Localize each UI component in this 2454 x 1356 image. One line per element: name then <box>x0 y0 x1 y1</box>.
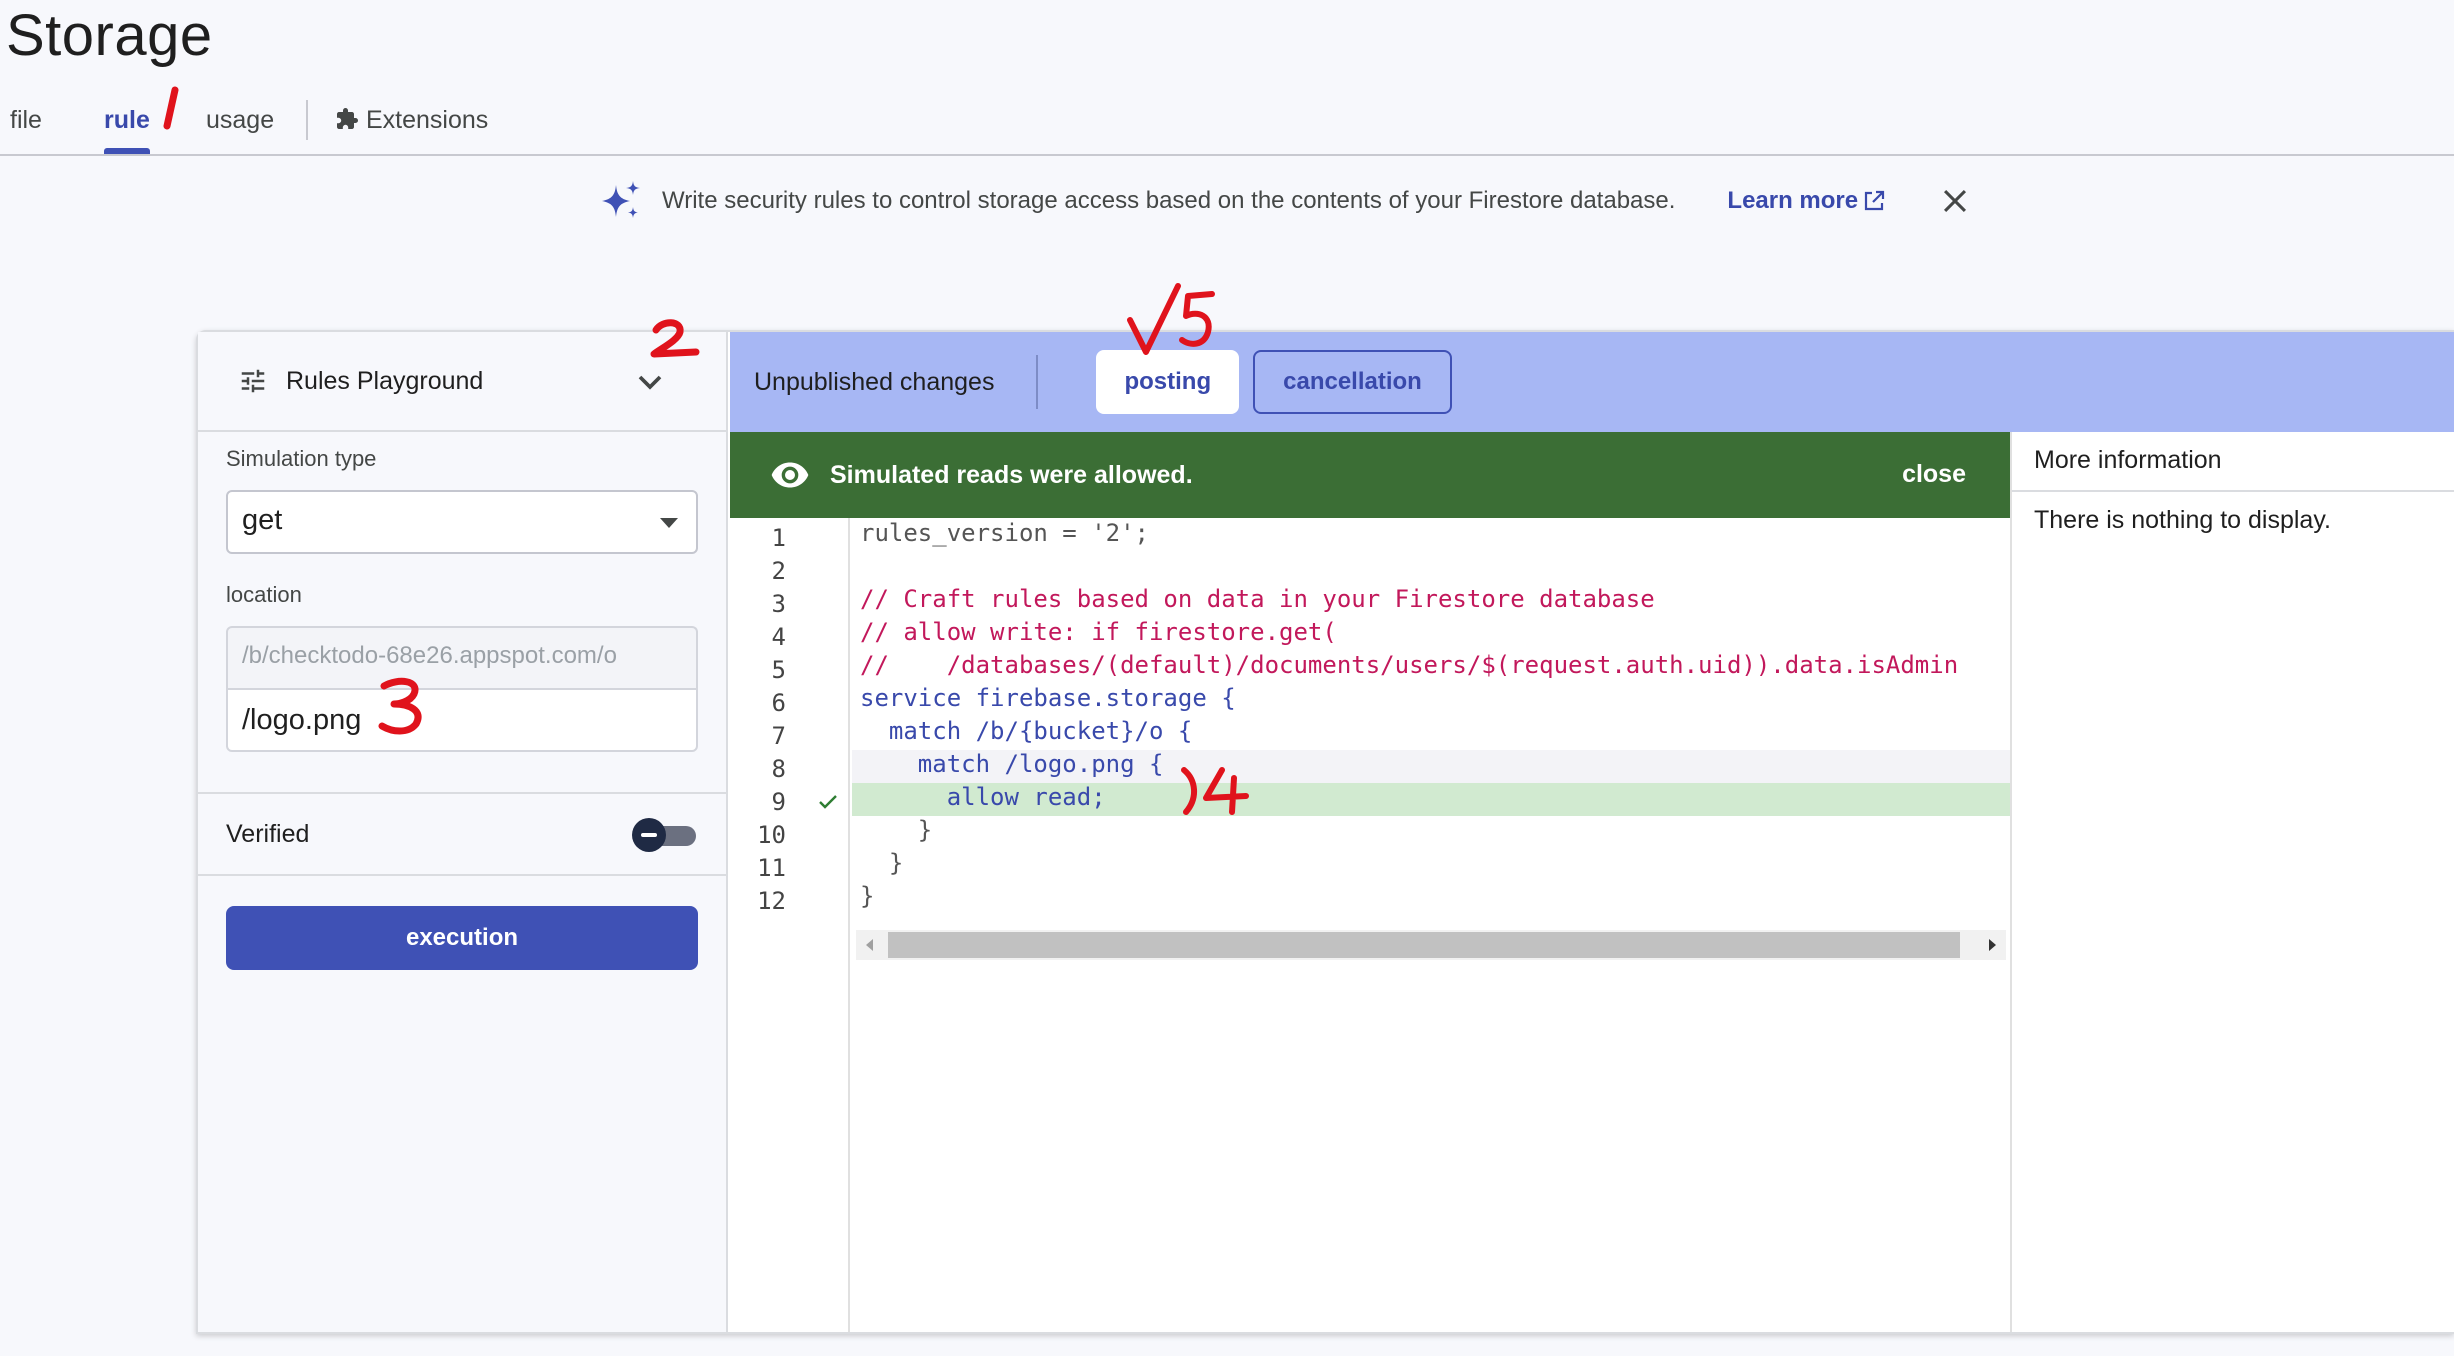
playground-title: Rules Playground <box>286 366 484 395</box>
location-input[interactable]: /logo.png <box>226 688 698 752</box>
more-info-empty-text: There is nothing to display. <box>2034 506 2331 534</box>
location-prefix: /b/checktodo-68e26.appspot.com/o <box>226 626 698 688</box>
tab-extensions[interactable]: Extensions <box>334 106 488 135</box>
simulation-result-bar: Simulated reads were allowed. close <box>730 432 2010 518</box>
open-in-new-icon <box>1865 190 1885 211</box>
line-number: 6 <box>771 689 786 717</box>
svg-text:1: 1 <box>155 84 156 85</box>
verified-row: Verified <box>198 792 726 876</box>
tune-icon <box>241 369 265 393</box>
code-line-text: } <box>860 849 904 877</box>
annotation-1: 1 <box>155 84 179 130</box>
eye-icon <box>771 462 809 488</box>
page-title: Storage <box>6 3 213 68</box>
code-area[interactable]: rules_version = '2'; // Craft rules base… <box>852 518 2010 988</box>
code-line-allowed: allow read; <box>852 783 2010 816</box>
close-icon[interactable] <box>1938 184 1972 218</box>
line-number: 10 <box>757 821 786 849</box>
code-line-text: // allow write: if firestore.get( <box>860 618 1337 646</box>
code-line: } <box>852 849 2010 882</box>
code-line: } <box>852 816 2010 849</box>
unpublished-status: Unpublished changes <box>754 367 995 396</box>
simulation-type-select[interactable]: get <box>226 490 698 554</box>
annotation-5 <box>1127 283 1215 355</box>
toggle-thumb <box>632 818 666 852</box>
execute-button[interactable]: execution <box>226 906 698 970</box>
dropdown-arrow-icon <box>660 518 678 528</box>
active-tab-indicator <box>104 148 150 154</box>
tab-file[interactable]: file <box>10 106 42 134</box>
code-line-text: match /b/{bucket}/o { <box>860 717 1193 745</box>
more-info-panel: More information There is nothing to dis… <box>2010 432 2454 1332</box>
code-line: // allow write: if firestore.get( <box>852 618 2010 651</box>
cancel-button[interactable]: cancellation <box>1253 350 1452 414</box>
line-number: 7 <box>771 722 786 750</box>
code-line <box>852 552 2010 585</box>
rules-playground: Rules Playground Simulation type get loc… <box>198 332 728 1332</box>
tab-bar: file rule usage Extensions <box>0 96 2454 156</box>
code-line: } <box>852 882 2010 915</box>
simulation-type-label: Simulation type <box>226 446 377 471</box>
banner-text: Write security rules to control storage … <box>662 187 1676 214</box>
code-line-text: } <box>860 882 875 910</box>
code-editor[interactable]: 1 2 3 4 5 6 7 8 9 10 11 12 rules_version… <box>730 518 2010 1332</box>
code-line-text: match /logo.png { <box>860 750 1164 778</box>
check-icon <box>819 795 837 809</box>
code-line: // /databases/(default)/documents/users/… <box>852 651 2010 684</box>
tab-rule[interactable]: rule <box>104 106 150 134</box>
simulation-type-value: get <box>242 504 283 536</box>
learn-more-link[interactable]: Learn more <box>1727 187 1886 215</box>
code-line-text: // /databases/(default)/documents/users/… <box>860 651 1959 679</box>
publish-button[interactable]: posting <box>1096 350 1240 414</box>
line-gutter: 1 2 3 4 5 6 7 8 9 10 11 12 <box>730 518 850 1332</box>
result-close-button[interactable]: close <box>1902 460 1966 488</box>
tab-extensions-label: Extensions <box>366 106 489 134</box>
line-number: 5 <box>771 656 786 684</box>
line-number: 11 <box>757 854 786 882</box>
code-line-text: rules_version = '2'; <box>860 519 1149 547</box>
learn-more-label: Learn more <box>1727 187 1859 214</box>
annotation-4 <box>1181 767 1249 815</box>
annotation-3 <box>378 677 422 735</box>
scroll-right-arrow-icon[interactable] <box>1989 939 1996 951</box>
code-line: match /b/{bucket}/o { <box>852 717 2010 750</box>
code-line-text: } <box>860 816 933 844</box>
tab-usage[interactable]: usage <box>206 106 275 134</box>
line-number: 4 <box>771 623 786 651</box>
line-number: 12 <box>757 887 786 915</box>
chevron-down-icon[interactable] <box>630 362 670 402</box>
verified-toggle[interactable] <box>632 818 698 852</box>
line-number: 2 <box>771 557 786 585</box>
code-line: service firebase.storage { <box>852 684 2010 717</box>
annotation-2 <box>650 319 700 358</box>
tab-divider <box>306 100 308 140</box>
toolbar-divider <box>1036 355 1039 409</box>
playground-header[interactable]: Rules Playground <box>198 332 726 432</box>
line-number: 1 <box>771 524 786 552</box>
scroll-left-arrow-icon[interactable] <box>866 939 873 951</box>
code-line-text: // Craft rules based on data in your Fir… <box>860 585 1655 613</box>
code-line-text: allow read; <box>860 783 1106 811</box>
rules-panel: Rules Playground Simulation type get loc… <box>196 330 2454 1334</box>
scrollbar-thumb[interactable] <box>888 932 1960 958</box>
code-line: match /logo.png { <box>852 750 2010 783</box>
horizontal-scrollbar[interactable] <box>856 930 2006 960</box>
sparkle-icon <box>602 181 640 218</box>
verified-label: Verified <box>226 819 310 848</box>
result-message: Simulated reads were allowed. <box>830 460 1193 489</box>
info-banner: Write security rules to control storage … <box>600 176 1972 226</box>
code-line: rules_version = '2'; <box>852 519 2010 552</box>
more-info-title: More information <box>2012 432 2454 492</box>
line-number: 8 <box>771 755 786 783</box>
location-label: location <box>226 582 302 607</box>
puzzle-icon <box>337 108 358 129</box>
editor-toolbar: Unpublished changes posting cancellation <box>730 332 2454 432</box>
code-line: // Craft rules based on data in your Fir… <box>852 585 2010 618</box>
line-number: 3 <box>771 590 786 618</box>
code-line-text: service firebase.storage { <box>860 684 1236 712</box>
line-number: 9 <box>771 788 786 816</box>
